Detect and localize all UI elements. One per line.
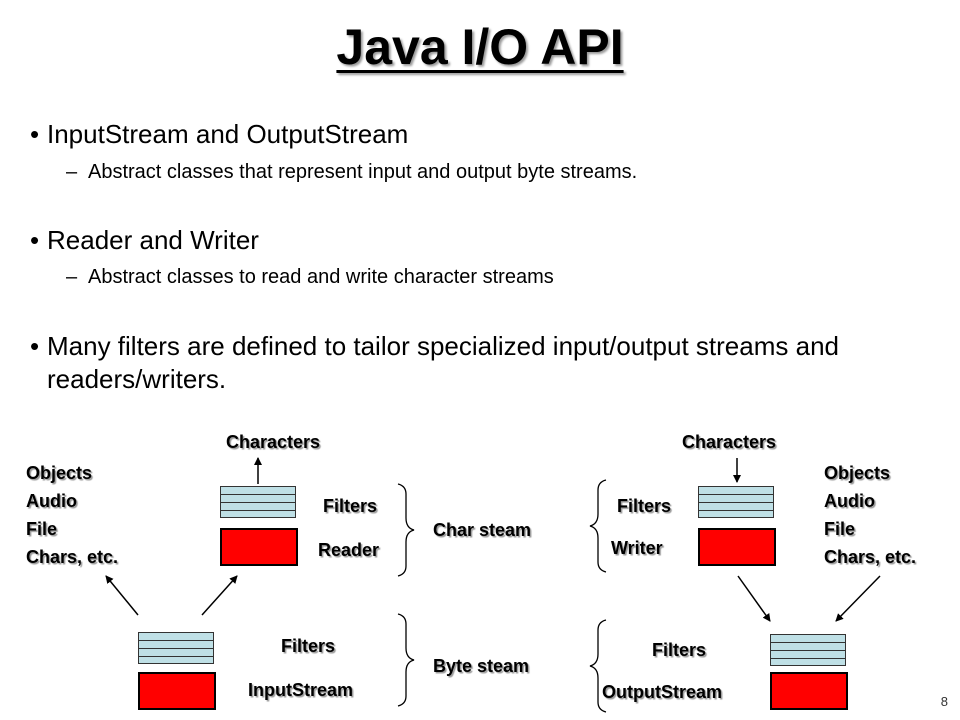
sub-bullet-text: Abstract classes to read and write chara… — [88, 266, 554, 288]
bullet-item: • InputStream and OutputStream — [30, 118, 910, 151]
writer-filter-stack — [698, 486, 774, 518]
bullet-item: • Reader and Writer — [30, 224, 910, 257]
bullet-text: InputStream and OutputStream — [47, 119, 409, 149]
bullet-text: Reader and Writer — [47, 225, 259, 255]
reader-box — [220, 528, 298, 566]
reader-label: Reader — [318, 540, 380, 560]
writer-label: Writer — [611, 538, 663, 558]
bracket-reader — [397, 483, 415, 577]
outputstream-box — [770, 672, 848, 710]
inputstream-label: InputStream — [248, 680, 354, 700]
bullet-dot: • — [30, 119, 40, 149]
right-sinks-list: Objects Audio File Chars, etc. — [824, 459, 916, 571]
bracket-writer — [589, 479, 607, 573]
bracket-outputstream — [589, 619, 607, 713]
sub-bullet-item: – Abstract classes that represent input … — [66, 161, 926, 184]
arrow-sinks-to-outputstream — [835, 575, 881, 622]
sub-bullet-dash: – — [66, 161, 78, 183]
outputstream-filters-label: Filters — [652, 640, 707, 660]
left-sources-list: Objects Audio File Chars, etc. — [26, 459, 118, 571]
inputstream-filters-label: Filters — [281, 636, 336, 656]
bracket-inputstream — [397, 613, 415, 707]
sub-bullet-text: Abstract classes that represent input an… — [88, 161, 638, 183]
slide-title: Java I/O API — [336, 19, 624, 75]
reader-filter-stack — [220, 486, 296, 518]
writer-box — [698, 528, 776, 566]
source-item: File — [26, 519, 58, 539]
reader-filters-label: Filters — [323, 496, 378, 516]
arrow-inputstream-to-reader — [201, 575, 238, 616]
writer-filters-label: Filters — [617, 496, 672, 516]
sub-bullet-dash: – — [66, 266, 78, 288]
left-characters-label: Characters — [226, 432, 321, 452]
bullet-dot: • — [30, 225, 40, 255]
sink-item: Chars, etc. — [824, 547, 917, 567]
source-item: Chars, etc. — [26, 547, 119, 567]
sink-item: File — [824, 519, 856, 539]
sub-bullet-item: – Abstract classes to read and write cha… — [66, 266, 926, 289]
page-number: 8 — [940, 694, 948, 709]
source-item: Audio — [26, 491, 77, 511]
arrow-inputstream-to-sources — [105, 575, 139, 616]
bullet-dot: • — [30, 331, 40, 361]
inputstream-box — [138, 672, 216, 710]
source-item: Objects — [26, 463, 93, 483]
outputstream-filter-stack — [770, 634, 846, 666]
inputstream-filter-stack — [138, 632, 214, 664]
outputstream-label: OutputStream — [602, 682, 723, 702]
sink-item: Objects — [824, 463, 891, 483]
bullet-item: • Many filters are defined to tailor spe… — [30, 330, 860, 396]
byte-stream-label: Byte steam — [433, 656, 530, 676]
arrow-writer-to-outputstream — [737, 575, 771, 622]
bullet-text: Many filters are defined to tailor speci… — [47, 331, 839, 394]
right-characters-label: Characters — [682, 432, 777, 452]
char-stream-label: Char steam — [433, 520, 532, 540]
sink-item: Audio — [824, 491, 875, 511]
